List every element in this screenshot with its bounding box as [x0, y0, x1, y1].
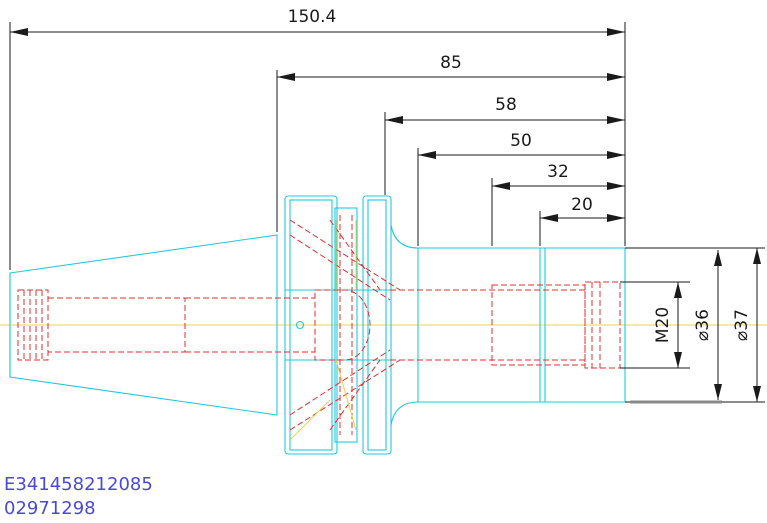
body-outline: [390, 224, 626, 426]
part-number: 02971298: [4, 498, 96, 519]
taper-shank-outline: [9, 234, 278, 416]
dim-outer-diameter: ⌀37: [732, 309, 752, 341]
part-code: E341458212085: [4, 474, 153, 495]
hidden-lines: [17, 215, 621, 435]
center-hole: [295, 320, 305, 330]
dim-collar-to-end: 58: [495, 95, 517, 115]
dim-bore-depth: 32: [547, 162, 569, 182]
section-hatch: [289, 220, 357, 441]
dim-overall-length: 150.4: [288, 7, 337, 27]
dim-thread: M20: [653, 307, 673, 343]
dim-bore-diameter: ⌀36: [693, 309, 713, 341]
dim-body-to-end: 50: [510, 131, 532, 151]
dim-flange-to-end: 85: [440, 53, 462, 73]
dimension-lines: [9, 22, 765, 403]
dim-thread-depth: 20: [571, 195, 593, 215]
